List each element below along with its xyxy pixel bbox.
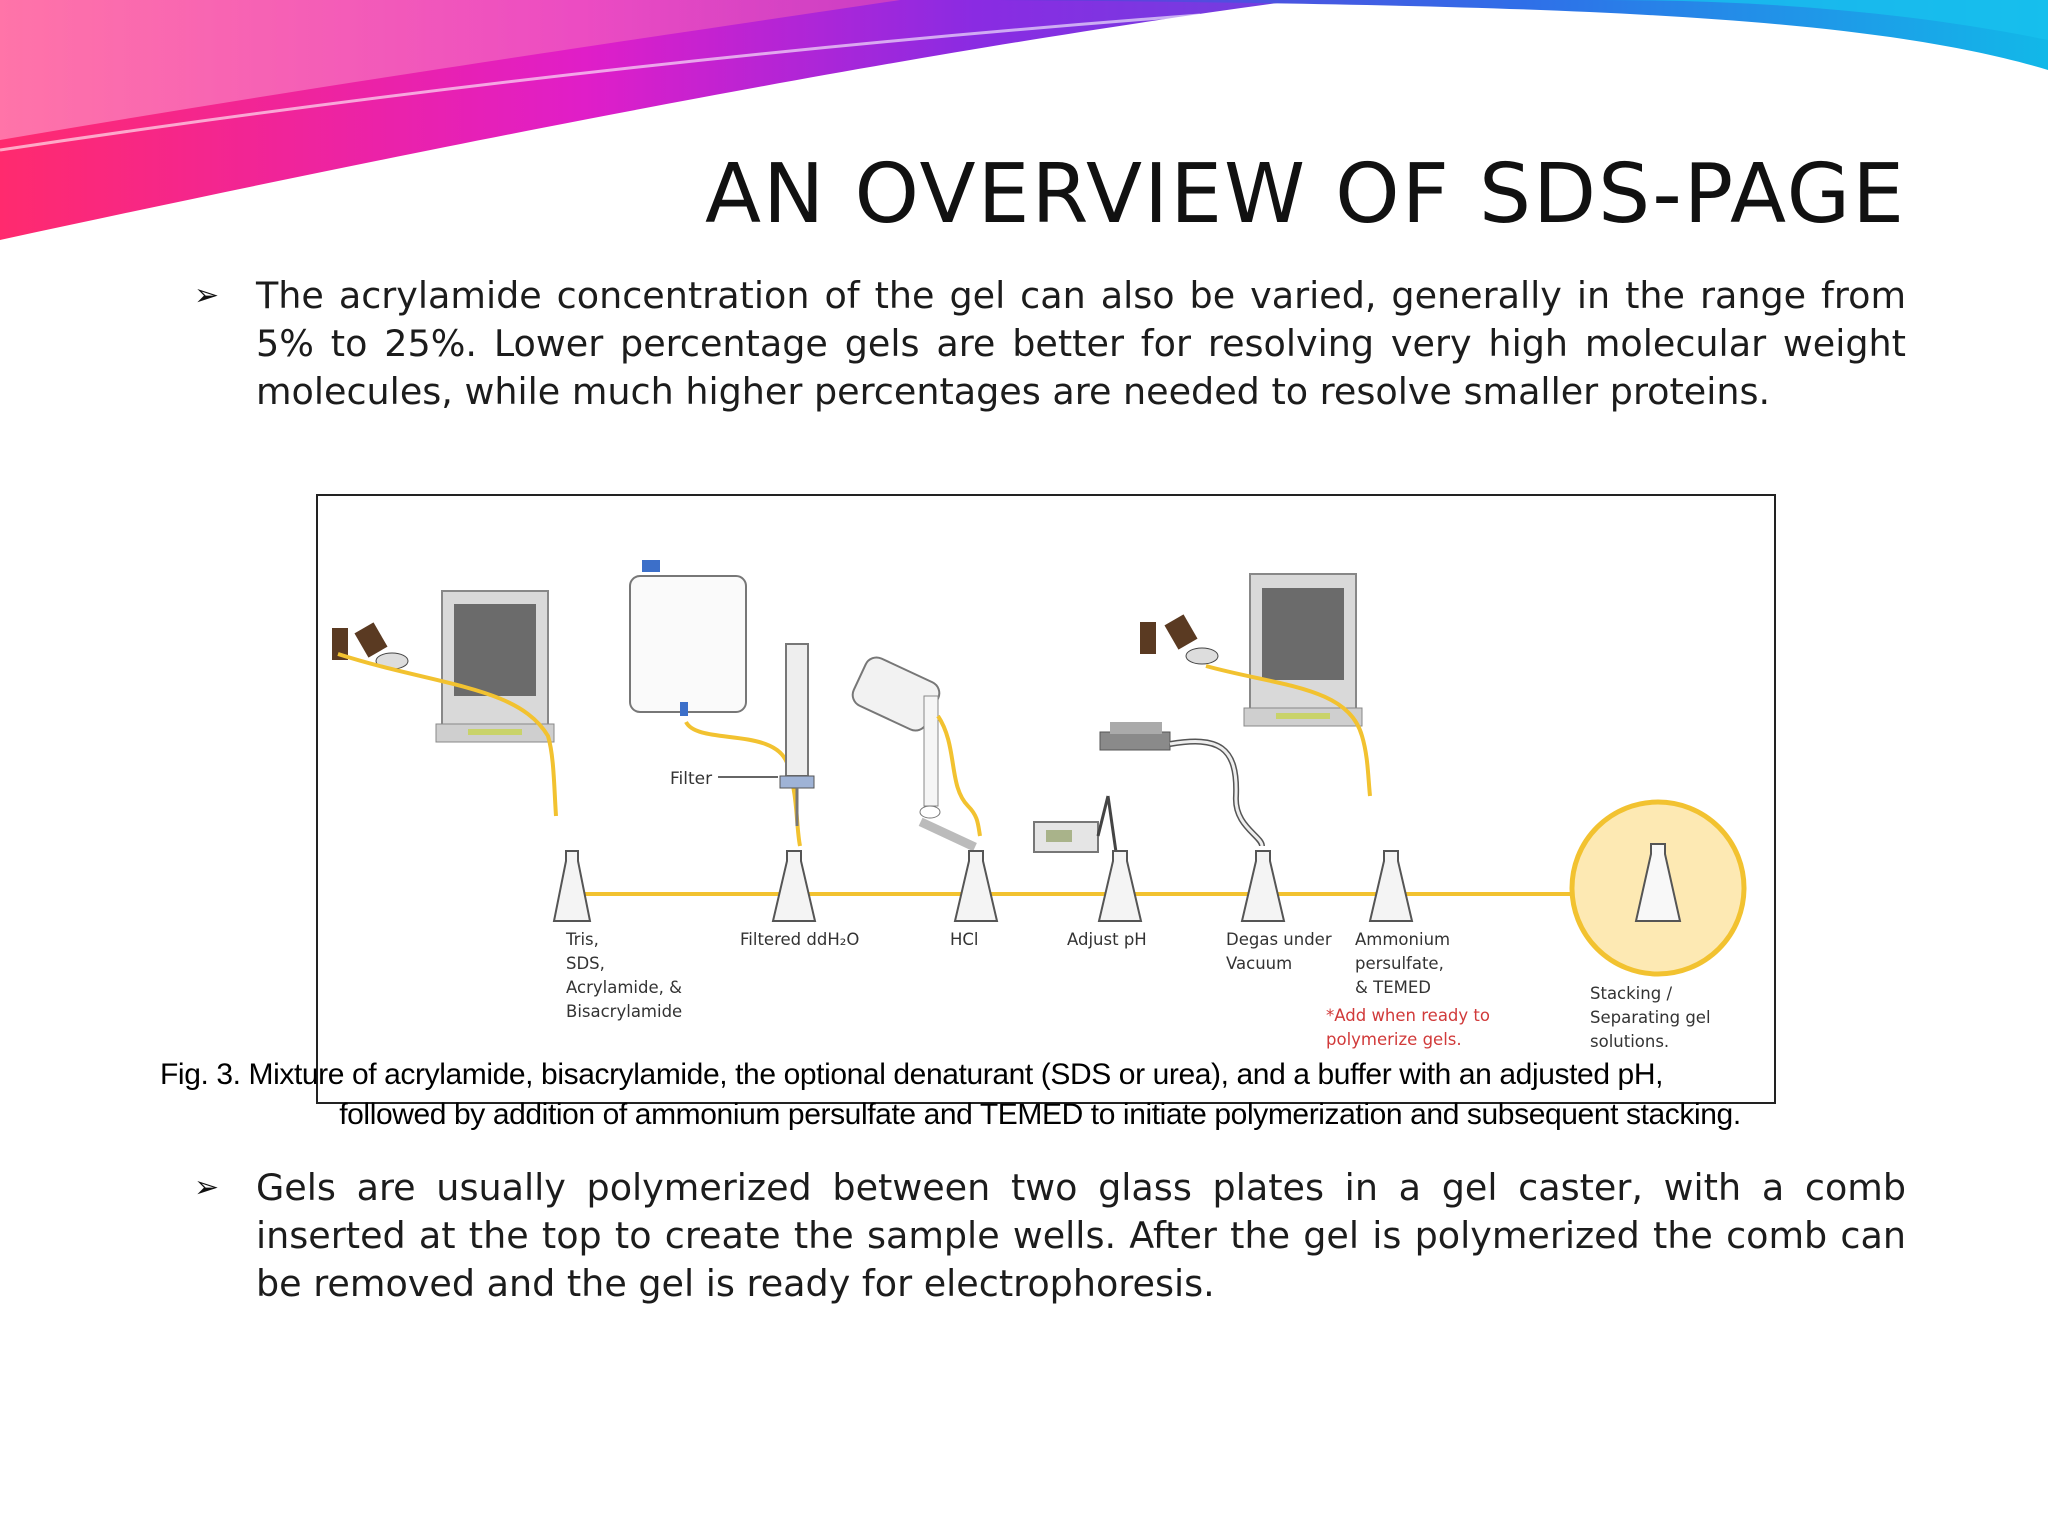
bullet-text: Gels are usually polymerized between two… <box>256 1166 1906 1305</box>
balance-icon <box>1243 573 1363 727</box>
vacuum-pump-icon <box>1099 722 1171 751</box>
reagent-bottle-icon <box>1140 614 1219 665</box>
caption-line: Fig. 3. Mixture of acrylamide, bisacryla… <box>160 1058 1664 1091</box>
step-label: Adjust pH <box>1067 930 1147 949</box>
filter-column-icon <box>779 643 815 826</box>
step-label: HCl <box>950 930 979 949</box>
flask-icon <box>1240 850 1286 922</box>
pipette-icon <box>918 817 977 852</box>
figure-diagram: Filter <box>316 494 1776 1104</box>
hcl-bottle-icon <box>851 656 941 819</box>
step-label: Ammonium persulfate, & TEMED <box>1355 930 1455 997</box>
flask-icon <box>1634 843 1682 922</box>
flask-icon <box>1368 850 1414 922</box>
decorative-swoosh-banner <box>0 0 2048 240</box>
arrow-bullet-icon: ➢ <box>194 278 220 313</box>
caption-line: followed by addition of ammonium persulf… <box>339 1098 1741 1131</box>
flask-icon <box>771 850 817 922</box>
step-label: Tris, SDS, Acrylamide, & Bisacrylamide <box>565 930 687 1021</box>
flask-icon <box>552 850 592 922</box>
note-label: *Add when ready to polymerize gels. <box>1326 1006 1495 1049</box>
figure-caption: Fig. 3. Mixture of acrylamide, bisacryla… <box>160 1055 1920 1135</box>
arrow-bullet-icon: ➢ <box>194 1170 220 1205</box>
flow-arrow <box>337 652 558 817</box>
flow-arrow <box>936 714 982 837</box>
bullet-item: ➢ The acrylamide concentration of the ge… <box>194 272 1906 422</box>
step-label: Degas under Vacuum <box>1226 930 1337 973</box>
step-label: Filtered ddH₂O <box>740 930 859 949</box>
slide-title: AN OVERVIEW OF SDS-PAGE <box>704 146 1906 242</box>
flask-icon <box>1097 850 1143 922</box>
ph-meter-icon <box>1033 795 1120 867</box>
flask-icon <box>953 850 999 922</box>
water-carboy-icon <box>629 560 747 716</box>
flow-arrow <box>1205 664 1372 797</box>
bullet-text: The acrylamide concentration of the gel … <box>256 274 1906 413</box>
bullet-item: ➢ Gels are usually polymerized between t… <box>194 1164 1906 1314</box>
step-label: Stacking / Separating gel solutions. <box>1590 984 1716 1051</box>
filter-label: Filter <box>670 769 712 789</box>
balance-icon <box>435 590 555 743</box>
